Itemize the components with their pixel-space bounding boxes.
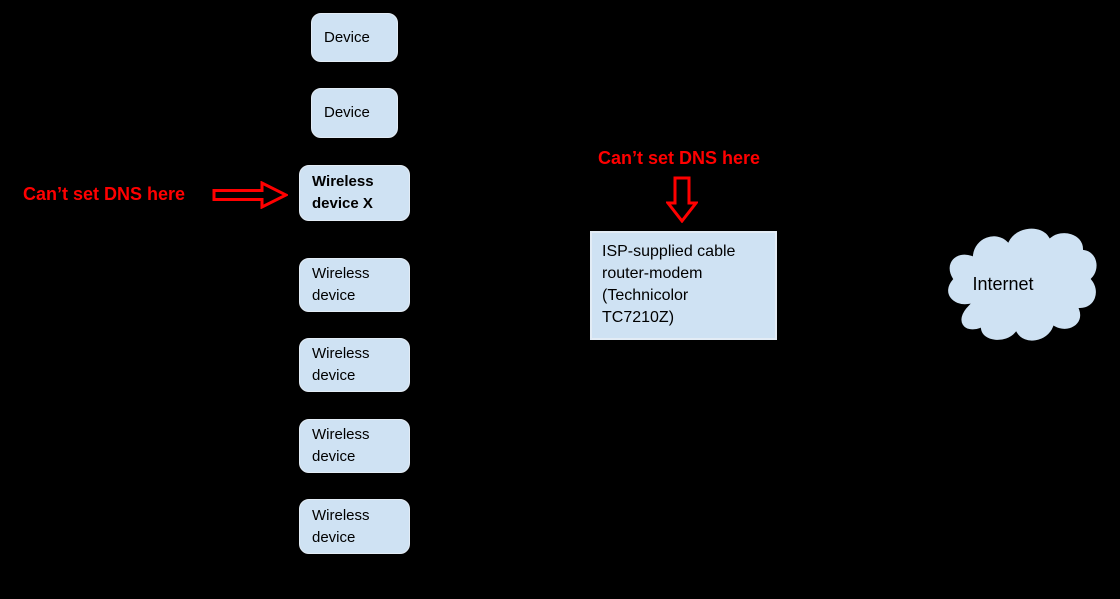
- device-node-label: Device: [324, 104, 370, 121]
- down-arrow-icon: [666, 176, 698, 223]
- internet-label: Internet: [972, 274, 1034, 294]
- dns-annotation-top: Can’t set DNS here: [598, 148, 761, 168]
- wireless-device-label: Wireless device: [312, 426, 370, 465]
- wireless-device-label: Wireless device: [312, 345, 370, 384]
- wireless-device-x-label: Wireless device X: [312, 173, 374, 212]
- device-node-label: Device: [324, 28, 370, 46]
- wireless-device-label: Wireless device: [312, 265, 370, 304]
- right-arrow-icon: [212, 181, 288, 209]
- wireless-device-node-2: Wireless device: [299, 338, 410, 392]
- wireless-device-label: Wireless device: [312, 506, 370, 546]
- wireless-device-x-node: Wireless device X: [299, 165, 410, 221]
- router-node: ISP-supplied cable router-modem (Technic…: [590, 231, 777, 340]
- internet-cloud-icon: [946, 226, 1099, 343]
- wireless-device-node-1: Wireless device: [299, 258, 410, 312]
- router-node-label: ISP-supplied cable router-modem (Technic…: [602, 243, 736, 326]
- wireless-device-node-4: Wireless device: [299, 499, 410, 554]
- dns-annotation-left: Can’t set DNS here: [23, 184, 186, 204]
- wireless-device-node-3: Wireless device: [299, 419, 410, 473]
- device-node-2: Device: [311, 88, 398, 138]
- device-node-1: Device: [311, 13, 398, 62]
